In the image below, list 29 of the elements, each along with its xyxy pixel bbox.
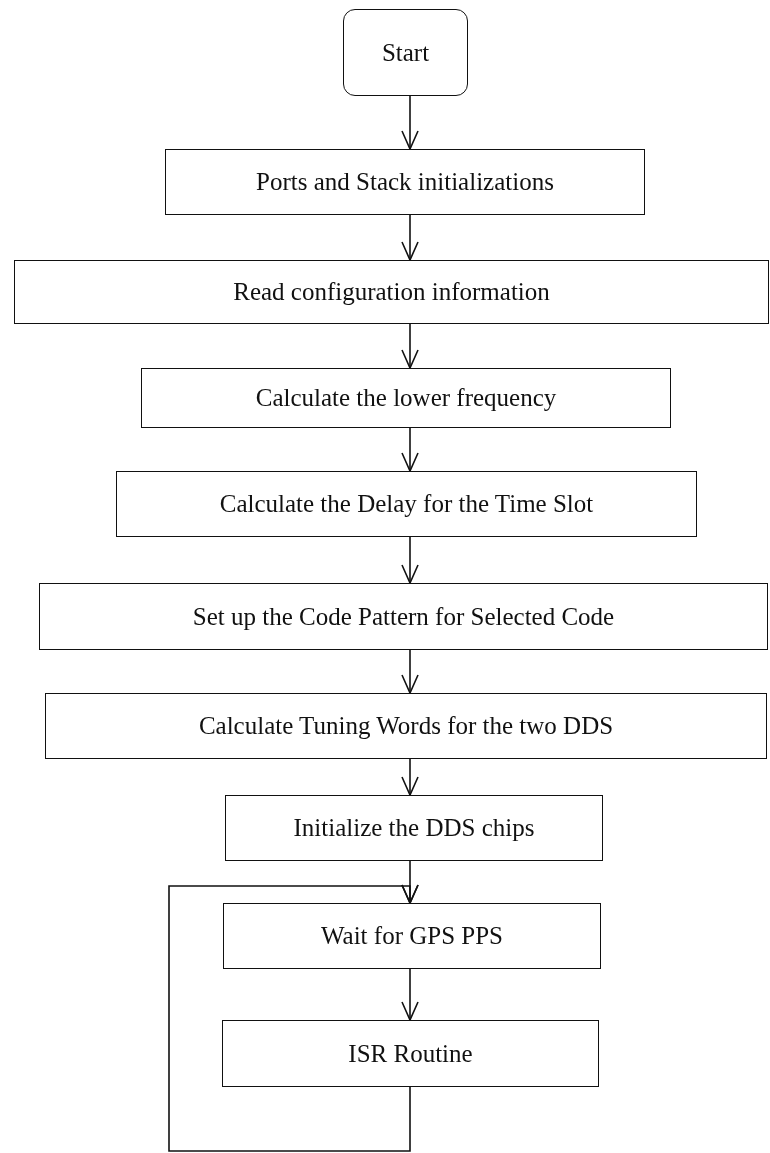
step-label: Calculate Tuning Words for the two DDS [198,712,614,740]
arrow [401,968,419,1021]
arrow [401,536,419,584]
process-box [223,903,601,969]
step-label: ISR Routine [348,1039,473,1068]
arrow [401,95,419,150]
process-box [165,149,645,215]
start-terminal [343,9,468,96]
arrow [401,323,419,369]
process-box [14,260,769,324]
arrow [401,649,419,694]
arrow [401,758,419,796]
process-box [222,1020,599,1087]
arrow [401,214,419,261]
loop-arrow [168,884,419,1152]
step-label: Calculate the Delay for the Time Slot [219,490,594,518]
step-label: Set up the Code Pattern for Selected Code [192,602,615,631]
step-label: Initialize the DDS chips [293,814,535,842]
process-box [39,583,768,650]
process-box [116,471,697,537]
process-box [141,368,671,428]
process-box [45,693,767,759]
step-label: Start [381,38,430,67]
arrow [401,427,419,472]
step-label: Wait for GPS PPS [320,922,504,950]
step-label: Read configuration information [233,278,550,306]
step-label: Ports and Stack initializations [256,168,554,196]
step-label: Calculate the lower frequency [255,384,557,412]
process-box [225,795,603,861]
